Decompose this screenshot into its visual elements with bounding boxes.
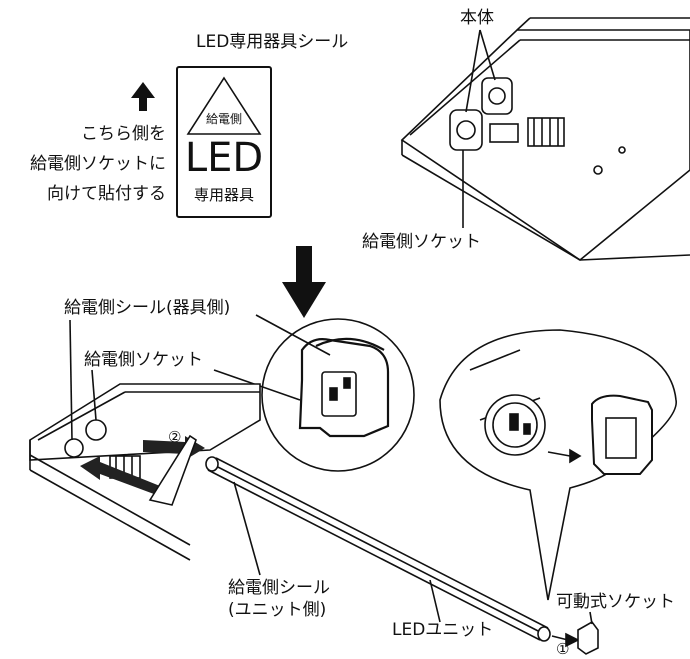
sticker-triangle-text: 給電側 [205, 112, 242, 126]
label-led-unit: LEDユニット [392, 620, 494, 640]
label-led-seal: LED専用器具シール [196, 32, 349, 52]
top-fixture [400, 17, 690, 261]
warning-triangle-icon [186, 76, 262, 135]
zoom-unit-socket [439, 329, 677, 601]
zoom-fixture-socket [213, 314, 415, 472]
label-honntai: 本体 [460, 8, 494, 28]
label-instruction-1: こちら側を [81, 124, 166, 144]
label-feed-socket-top: 給電側ソケット [362, 232, 481, 252]
led-sticker: 給電側 LED 専用器具 [176, 66, 272, 218]
step-two-marker: ② [168, 428, 182, 446]
label-movable-socket: 可動式ソケット [556, 592, 675, 612]
label-seal-unit-side-1: 給電側シール [228, 578, 330, 598]
label-instruction-3: 向けて貼付する [47, 184, 166, 204]
sticker-big-text: LED [184, 135, 264, 181]
label-seal-unit-side-2: (ユニット側) [228, 600, 327, 620]
label-feed-socket-bottom: 給電側ソケット [84, 350, 203, 370]
label-seal-fixture-side: 給電側シール(器具側) [64, 298, 231, 318]
sticker-small-text: 専用器具 [193, 186, 254, 204]
down-arrow-icon [282, 246, 326, 318]
led-tube [205, 456, 599, 655]
bottom-fixture [29, 319, 261, 561]
step-one-marker: ① [556, 640, 570, 658]
up-arrow-icon [131, 82, 155, 111]
label-instruction-2: 給電側ソケットに [30, 154, 166, 174]
